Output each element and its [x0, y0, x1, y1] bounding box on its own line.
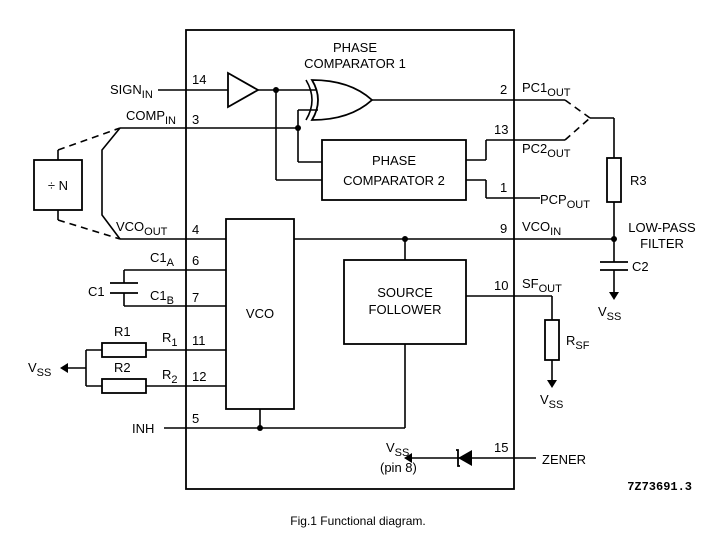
xor-gate — [310, 79, 374, 121]
input-buffer — [227, 71, 260, 109]
phase-comparator-2-box — [321, 139, 467, 201]
r2-pin-label: R2 — [162, 367, 178, 386]
comp-in-label: COMPIN — [126, 108, 176, 127]
figure-caption: Fig.1 Functional diagram. — [290, 514, 425, 528]
pin-sign-in: 14 — [192, 72, 206, 87]
pin-inh: 5 — [192, 411, 199, 426]
pin-vco-out: 4 — [192, 222, 199, 237]
pc1-out-label: PC1OUT — [522, 80, 571, 99]
r1-resistor — [101, 342, 147, 358]
pc1-label-line1: PHASE — [333, 40, 377, 55]
vss-zener-label: VSS — [386, 440, 409, 459]
junction-inh — [257, 425, 263, 431]
lpf-label-line1: LOW-PASS — [628, 220, 696, 235]
pin-zener: 15 — [494, 440, 508, 455]
pc1-label-line2: COMPARATOR 1 — [304, 56, 406, 71]
pcp-out-label: PCPOUT — [540, 192, 590, 211]
pin-r1: 11 — [192, 333, 206, 348]
vss-arrow-left — [60, 363, 68, 373]
pin-pc1-out: 2 — [500, 82, 507, 97]
pc2-out-label: PC2OUT — [522, 141, 571, 160]
r3-label: R3 — [630, 173, 647, 188]
xor-back-curve — [305, 79, 313, 121]
drawing-code: 7Z73691.3 — [627, 480, 692, 494]
vss-c2-label: VSS — [598, 304, 621, 323]
pin-vco-in: 9 — [500, 221, 507, 236]
divider-label: ÷ N — [48, 178, 68, 193]
pin-r2: 12 — [192, 369, 206, 384]
sf-label-line1: SOURCE — [377, 285, 433, 300]
rsf-label: RSF — [566, 333, 590, 352]
junction-vcoin — [611, 236, 617, 242]
vss-arrow-rsf — [547, 380, 557, 388]
pc1-dash — [564, 99, 591, 119]
c2-label: C2 — [632, 259, 649, 274]
divider-to-comp-dash — [57, 127, 121, 151]
c1b-label: C1B — [150, 288, 174, 307]
c1a-label: C1A — [150, 250, 175, 269]
pin-c1b: 7 — [192, 290, 199, 305]
sign-in-label: SIGNIN — [110, 82, 153, 101]
r1-pin-label: R1 — [162, 330, 178, 349]
pc2-dash — [564, 117, 591, 141]
divider-to-vco-dash — [57, 219, 121, 240]
zener-diode — [458, 450, 472, 466]
r2-label: R2 — [114, 360, 131, 375]
c1-label: C1 — [88, 284, 105, 299]
zener-bar — [456, 449, 460, 467]
rsf-resistor — [544, 319, 560, 361]
pc2-label-line1: PHASE — [372, 153, 416, 168]
vco-out-label: VCOOUT — [116, 219, 168, 238]
pin-pcp-out: 1 — [500, 180, 507, 195]
r1-label: R1 — [114, 324, 131, 339]
vco-in-label: VCOIN — [522, 219, 561, 238]
vss-rsf-label: VSS — [540, 392, 563, 411]
sf-label-line2: FOLLOWER — [369, 302, 442, 317]
pc2-label-line2: COMPARATOR 2 — [343, 173, 445, 188]
pin-comp-in: 3 — [192, 112, 199, 127]
direct-feedback-loop — [101, 127, 121, 240]
vss-arrow-zener — [404, 453, 412, 463]
ic-outline — [185, 29, 515, 490]
r2-resistor — [101, 378, 147, 394]
pin8-label: (pin 8) — [380, 460, 417, 475]
lpf-label-line2: FILTER — [640, 236, 684, 251]
pin-pc2-out: 13 — [494, 122, 508, 137]
vss-arrow-c2 — [609, 292, 619, 300]
sf-out-label: SFOUT — [522, 276, 562, 295]
r3-resistor — [606, 157, 622, 203]
vco-label: VCO — [246, 306, 274, 321]
inh-label: INH — [132, 421, 154, 436]
vss-left-label: VSS — [28, 360, 51, 379]
pin-c1a: 6 — [192, 253, 199, 268]
zener-label: ZENER — [542, 452, 586, 467]
pin-sf-out: 10 — [494, 278, 508, 293]
